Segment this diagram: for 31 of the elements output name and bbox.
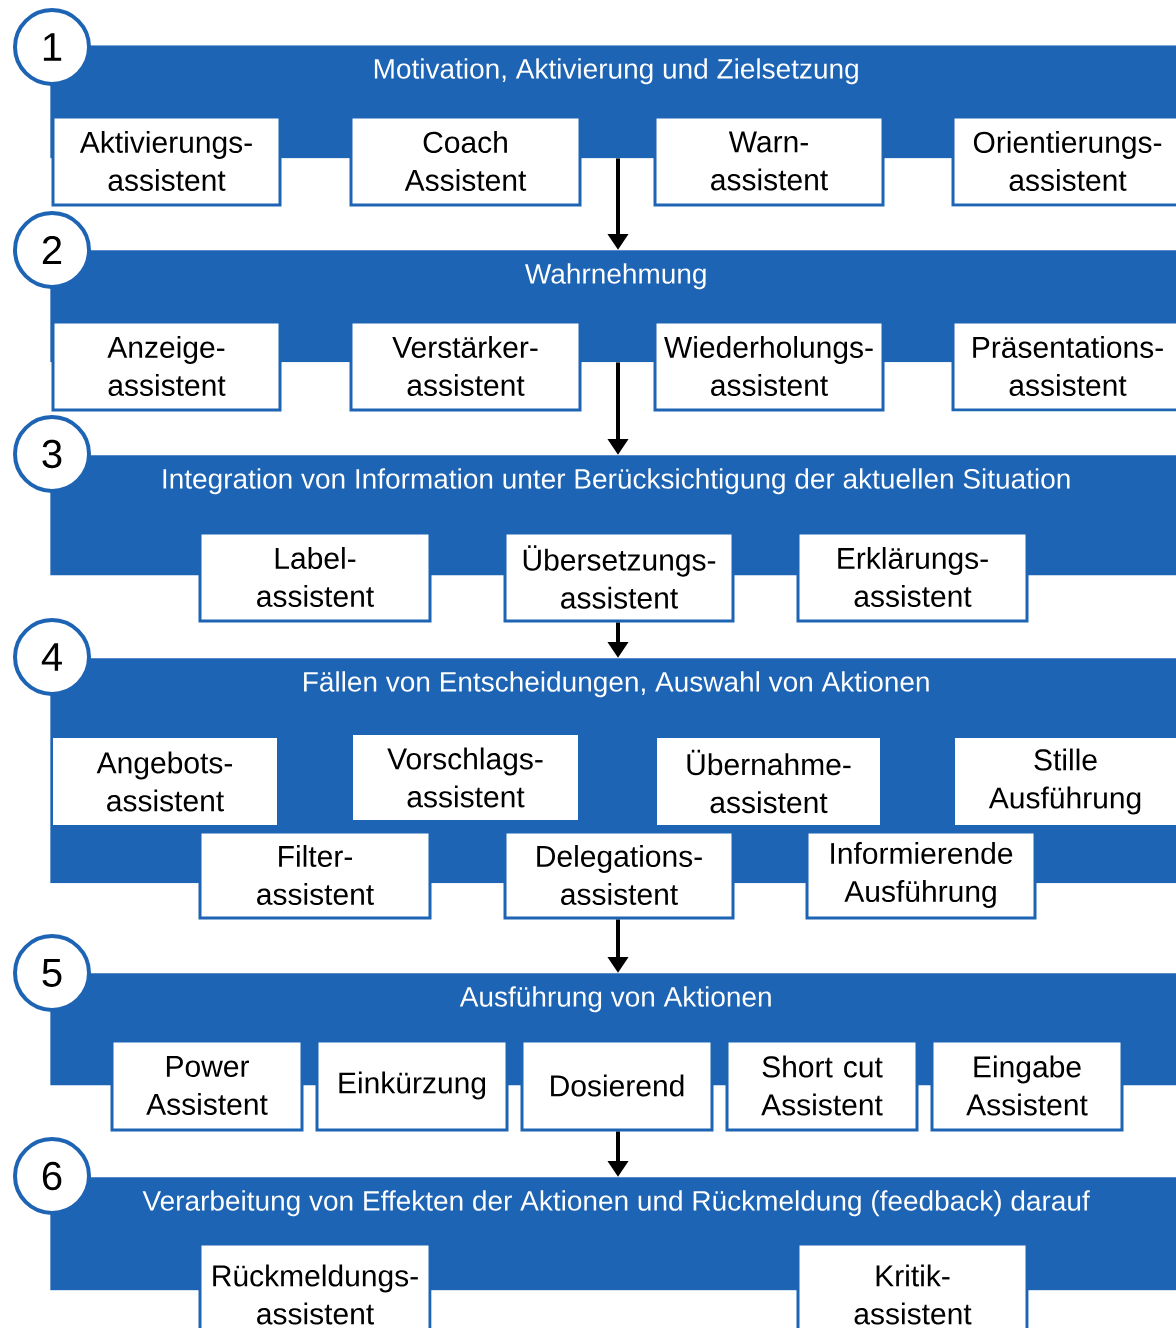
assistant-box: Erklärungs- assistent [796,531,1029,623]
assistant-box: Filter- assistent [198,830,432,920]
step-number: 2 [13,211,91,289]
step-number: 1 [13,8,91,86]
assistant-box: Coach Assistent [349,115,582,207]
step-number: 3 [13,415,91,493]
assistant-box: Kritik- assistent [796,1242,1029,1328]
assistant-box: Rückmeldungs- assistent [198,1242,432,1328]
step-number: 4 [13,618,91,696]
assistant-box: Präsentations- assistent [951,320,1176,412]
assistant-box: Aktivierungs- assistent [51,115,282,207]
assistant-box: Short cut Assistent [725,1039,919,1132]
assistant-box: Stille Ausführung [955,738,1176,825]
assistant-box: Verstärker- assistent [349,320,582,412]
assistant-box: Angebots- assistent [53,738,277,825]
assistant-box: Übernahme- assistent [657,738,880,825]
assistant-box: Orientierungs- assistent [951,115,1176,207]
assistant-box: Vorschlags- assistent [353,735,578,820]
assistant-box: Warn- assistent [653,115,885,207]
assistant-box: Wiederholungs- assistent [653,320,885,412]
assistant-box: Eingabe Assistent [930,1039,1124,1132]
assistant-box: Informierende Ausführung [805,830,1037,920]
assistant-box: Label- assistent [198,531,432,623]
assistant-box: Delegations- assistent [503,830,735,920]
assistant-box: Anzeige- assistent [51,320,282,412]
assistant-box: Übersetzungs- assistent [503,531,735,623]
assistant-box: Einkürzung [315,1039,509,1132]
step-number: 6 [13,1137,91,1215]
assistant-box: Power Assistent [110,1039,304,1132]
assistant-box: Dosierend [520,1039,714,1132]
step-number: 5 [13,934,91,1012]
